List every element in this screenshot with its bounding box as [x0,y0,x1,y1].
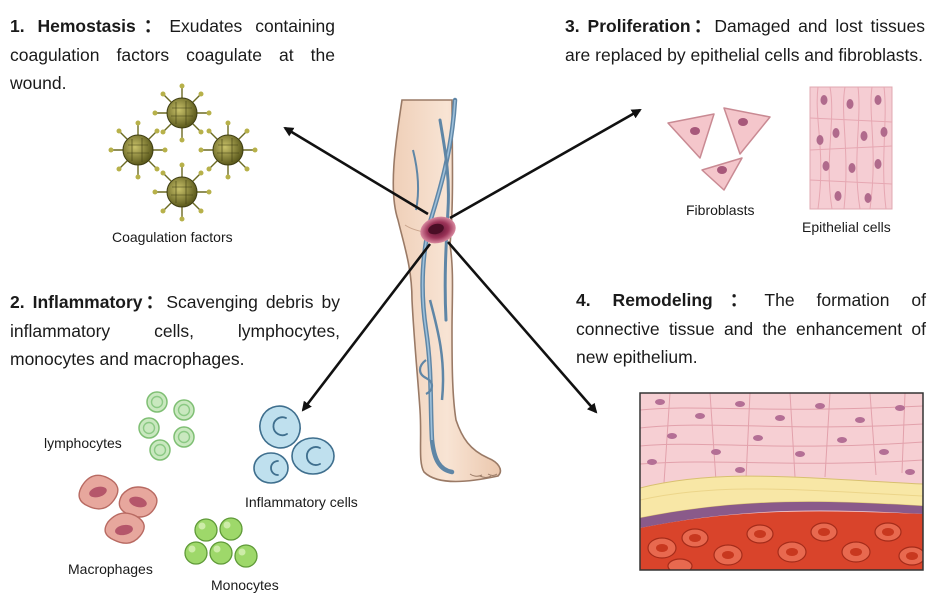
proliferation-separator: ： [691,16,715,36]
inflammatory-heading: 2. Inflammatory [10,292,143,312]
remodeling-heading: 4. Remodeling [576,290,713,310]
lymphocyte-cells [139,392,194,460]
coagulation-factor-particles [109,84,258,222]
remodeling-description: 4. Remodeling：The formation of connectiv… [576,286,926,372]
proliferation-description: 3. Proliferation：Damaged and lost tissue… [565,12,925,69]
arrow-to-remodeling [448,242,596,412]
fibroblast-cells [668,108,770,190]
monocytes-label: Monocytes [211,577,279,593]
macrophages-label: Macrophages [68,561,153,577]
lymphocytes-label: lymphocytes [44,435,122,451]
epithelial-cells-panel [810,87,892,209]
inflammatory-cells-label: Inflammatory cells [245,494,358,510]
hemostasis-separator: ： [136,16,170,36]
remodeling-tissue-panel [640,393,925,573]
hemostasis-heading: 1. Hemostasis [10,16,136,36]
hemostasis-description: 1. Hemostasis：Exudates containing coagul… [10,12,335,98]
epithelial-cells-label: Epithelial cells [802,219,891,235]
arrow-to-proliferation [450,110,640,218]
monocyte-cells [185,518,257,567]
macrophage-cells [79,475,157,543]
proliferation-heading: 3. Proliferation [565,16,691,36]
fibroblasts-label: Fibroblasts [686,202,754,218]
inflammatory-description: 2. Inflammatory：Scavenging debris by inf… [10,288,340,374]
inflammatory-separator: ： [143,292,167,312]
leg-illustration [393,100,500,482]
coagulation-factors-label: Coagulation factors [112,229,233,245]
remodeling-separator: ： [713,290,765,310]
inflammatory-cells [254,400,334,483]
